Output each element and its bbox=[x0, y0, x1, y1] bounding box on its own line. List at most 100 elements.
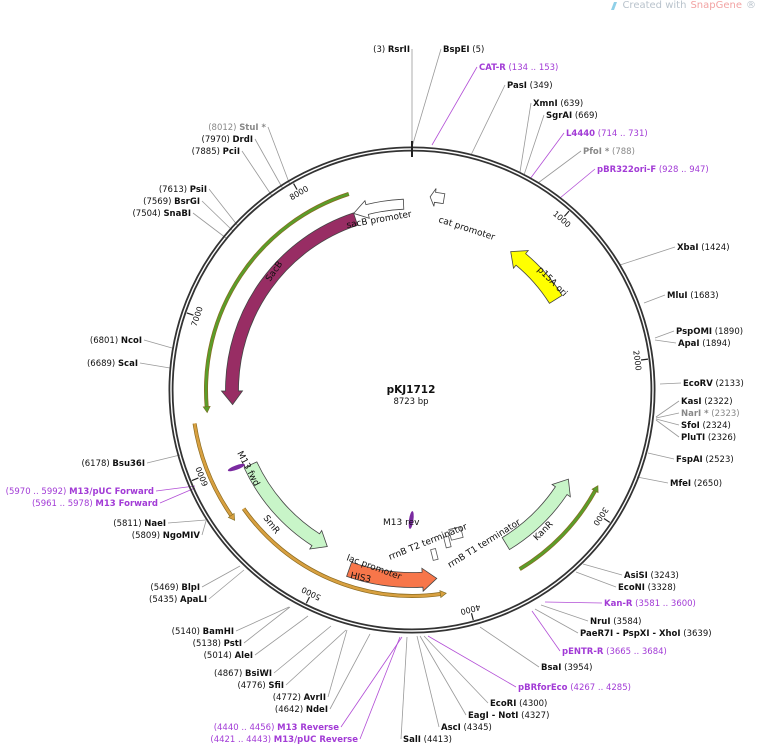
site-position: (1683) bbox=[688, 291, 719, 301]
feature-label-his3: HIS3 bbox=[349, 571, 371, 585]
site-label-naei: (5811) NaeI bbox=[113, 519, 166, 529]
site-name: BamHI bbox=[203, 627, 234, 637]
site-name: AleI bbox=[235, 651, 253, 661]
site-label-xmni: XmnI (639) bbox=[533, 99, 583, 109]
site-position: (3665 .. 3684) bbox=[603, 647, 666, 657]
site-name: PasI bbox=[507, 81, 527, 91]
site-name: L4440 bbox=[566, 129, 595, 139]
site-name: PspOMI bbox=[676, 327, 712, 337]
site-leader-line bbox=[208, 188, 239, 227]
site-name: PfoI * bbox=[583, 147, 610, 157]
site-name: FspAI bbox=[676, 455, 703, 465]
site-label-nrui: NruI (3584) bbox=[590, 617, 642, 627]
site-leader-line bbox=[647, 452, 675, 460]
site-label-mlui: MluI (1683) bbox=[667, 291, 719, 301]
site-position: (7613) bbox=[159, 185, 190, 195]
site-position: (5469) bbox=[150, 583, 181, 593]
orf-arrowhead bbox=[439, 590, 447, 599]
site-leader-line bbox=[582, 563, 623, 576]
site-position: (1890) bbox=[712, 327, 743, 337]
tick-mark bbox=[470, 613, 474, 621]
site-position: (7970) bbox=[202, 135, 233, 145]
site-name: M13 Reverse bbox=[277, 723, 339, 733]
site-name: XmnI bbox=[533, 99, 558, 109]
site-leader-line bbox=[423, 635, 489, 704]
site-label-bsu36i: (6178) Bsu36I bbox=[81, 459, 145, 469]
site-label-ecori: EcoRI (4300) bbox=[490, 699, 547, 709]
feature-p15a-ori bbox=[510, 250, 563, 304]
snapgene-credit: Created with SnapGene® bbox=[610, 0, 756, 11]
site-label-snabi: (7504) SnaBI bbox=[132, 209, 191, 219]
site-position: (3) bbox=[373, 45, 388, 55]
site-name: M13 Forward bbox=[95, 499, 158, 509]
feature-his3 bbox=[346, 561, 438, 593]
site-label-paer7i: PaeR7I - PspXI - XhoI (3639) bbox=[580, 629, 712, 639]
site-leader-line bbox=[655, 418, 680, 426]
plasmid-name: pKJ1712 bbox=[387, 384, 436, 396]
site-name: NarI * bbox=[681, 409, 709, 419]
site-label-m13-puc-reverse: (4421 .. 4443) M13/pUC Reverse bbox=[210, 735, 358, 745]
feature-arrows bbox=[220, 188, 571, 593]
site-name: EcoNI bbox=[618, 583, 645, 593]
site-label-ndei: (4642) NdeI bbox=[275, 705, 328, 715]
site-label-pbr322ori-f: pBR322ori-F (928 .. 947) bbox=[597, 165, 709, 175]
site-leader-line bbox=[479, 626, 540, 668]
site-leader-line bbox=[143, 339, 173, 349]
site-position: (2324) bbox=[700, 421, 731, 431]
site-position: (2650) bbox=[691, 479, 722, 489]
site-label-asci: AscI (4345) bbox=[441, 723, 492, 733]
site-name: Kan-R bbox=[604, 599, 633, 609]
site-label-eagi: EagI - NotI (4327) bbox=[468, 711, 549, 721]
site-leader-line bbox=[470, 84, 506, 156]
site-name: ApaI bbox=[678, 339, 700, 349]
site-label-bamhi: (5140) BamHI bbox=[172, 627, 234, 637]
site-label-avrii: (4772) AvrII bbox=[273, 693, 326, 703]
site-label-nari: NarI * (2323) bbox=[681, 409, 740, 419]
site-label-asisi: AsiSI (3243) bbox=[624, 571, 679, 581]
site-leader-line bbox=[400, 636, 408, 740]
site-leader-line bbox=[534, 608, 579, 634]
site-position: (5811) bbox=[113, 519, 144, 529]
site-position: (6801) bbox=[90, 336, 121, 346]
site-label-alei: (5014) AleI bbox=[204, 651, 253, 661]
site-name: SgrAI bbox=[546, 111, 572, 121]
site-leader-line bbox=[139, 362, 171, 369]
site-leader-line bbox=[267, 126, 291, 186]
site-label-ecorv: EcoRV (2133) bbox=[683, 379, 744, 389]
site-name: BsrGI bbox=[174, 197, 200, 207]
site-name: PciI bbox=[223, 147, 240, 157]
site-position: (5809) bbox=[132, 531, 163, 541]
site-label-pasi: PasI (349) bbox=[507, 81, 553, 91]
site-label-fspai: FspAI (2523) bbox=[676, 455, 734, 465]
site-name: DrdI bbox=[233, 135, 254, 145]
site-label-bsrgi: (7569) BsrGI bbox=[143, 197, 200, 207]
site-position: (4772) bbox=[273, 693, 304, 703]
site-leader-line bbox=[201, 520, 207, 536]
site-leader-line bbox=[411, 48, 442, 148]
site-position: (2323) bbox=[709, 409, 740, 419]
site-label-sfoi: SfoI (2324) bbox=[681, 421, 731, 431]
feature-rrnb-t2 bbox=[443, 535, 452, 549]
orf-arrowhead bbox=[202, 406, 211, 414]
site-name: PstI bbox=[224, 639, 242, 649]
orf-arrowhead bbox=[591, 485, 599, 494]
site-position: (1894) bbox=[700, 339, 731, 349]
site-leader-line bbox=[523, 114, 545, 176]
site-position: (4421 .. 4443) bbox=[210, 735, 273, 745]
site-label-pbrforeco: pBRforEco (4267 .. 4285) bbox=[518, 683, 631, 693]
site-leader-line bbox=[243, 606, 291, 644]
site-position: (5961 .. 5978) bbox=[32, 499, 95, 509]
site-position: (3584) bbox=[611, 617, 642, 627]
site-name: ScaI bbox=[118, 359, 138, 369]
site-leader-line bbox=[254, 138, 284, 190]
tick-mark bbox=[186, 312, 194, 316]
site-label-kan-r: Kan-R (3581 .. 3600) bbox=[604, 599, 696, 609]
site-position: (2322) bbox=[702, 397, 733, 407]
site-name: SnaBI bbox=[163, 209, 191, 219]
site-name: BspEI bbox=[443, 45, 470, 55]
tick-mark bbox=[563, 210, 570, 217]
site-name: Bsu36I bbox=[112, 459, 145, 469]
site-label-apali: (5435) ApaLI bbox=[149, 595, 207, 605]
site-leader-line bbox=[273, 625, 332, 674]
